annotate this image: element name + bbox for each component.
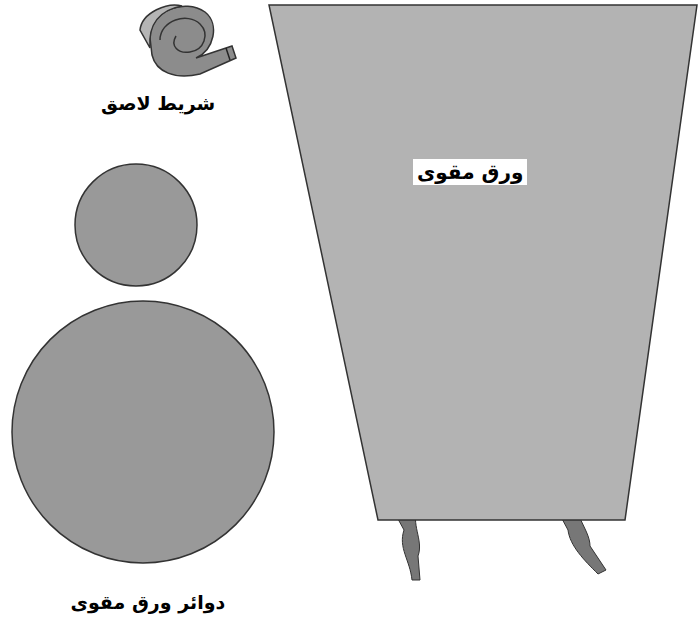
small-circle [75,164,197,286]
cardboard-sheet: ورق مقوى [268,4,698,522]
material-label: دوائر ورق مقوى [71,591,226,613]
trapezoid-outline [268,4,698,522]
tape-curl [160,18,205,52]
large-circle [12,301,274,563]
trapezoid-shape [269,5,697,520]
tape-edge [226,48,230,60]
tape-fold [140,5,182,48]
tape-strip [150,6,236,76]
tape-roll [140,5,236,76]
material-label: شريط لاصق [101,92,215,114]
node-text: ورق مقوى [413,159,527,185]
